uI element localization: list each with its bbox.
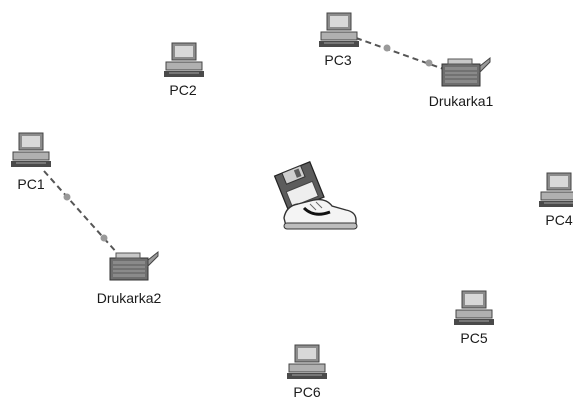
- pc1-device[interactable]: [10, 132, 52, 170]
- drukarka1-device[interactable]: [440, 56, 492, 90]
- pc2-label: PC2: [169, 82, 197, 98]
- pc2-device[interactable]: [163, 42, 205, 80]
- drukarka1-label: Drukarka1: [428, 93, 494, 109]
- pc4-label: PC4: [545, 212, 573, 228]
- pc-icon: [164, 42, 204, 77]
- pc1-label: PC1: [17, 176, 45, 192]
- pc-icon: [287, 344, 327, 379]
- drukarka2-label: Drukarka2: [96, 290, 162, 306]
- pc-icon: [319, 12, 359, 47]
- pc5-device[interactable]: [453, 290, 495, 328]
- sneakernet-floppy-shoe-icon[interactable]: [270, 160, 362, 241]
- printer-icon: [441, 56, 491, 87]
- link-endpoint-dot: [425, 59, 433, 67]
- drukarka2-device[interactable]: [108, 250, 160, 284]
- pc6-label: PC6: [293, 384, 321, 400]
- pc3-label: PC3: [324, 52, 352, 68]
- pc-icon: [539, 172, 573, 207]
- pc3-device[interactable]: [318, 12, 360, 50]
- pc6-device[interactable]: [286, 344, 328, 382]
- connection-pc1-drukarka2[interactable]: [43, 170, 119, 255]
- pc-icon: [11, 132, 51, 167]
- link-endpoint-dot: [383, 44, 391, 52]
- pc5-label: PC5: [460, 330, 488, 346]
- printer-icon: [109, 250, 159, 281]
- pc-icon: [454, 290, 494, 325]
- link-endpoint-dot: [100, 234, 108, 242]
- link-endpoint-dot: [63, 193, 71, 201]
- pc4-device[interactable]: [538, 172, 573, 210]
- connection-pc3-drukarka1[interactable]: [355, 37, 453, 73]
